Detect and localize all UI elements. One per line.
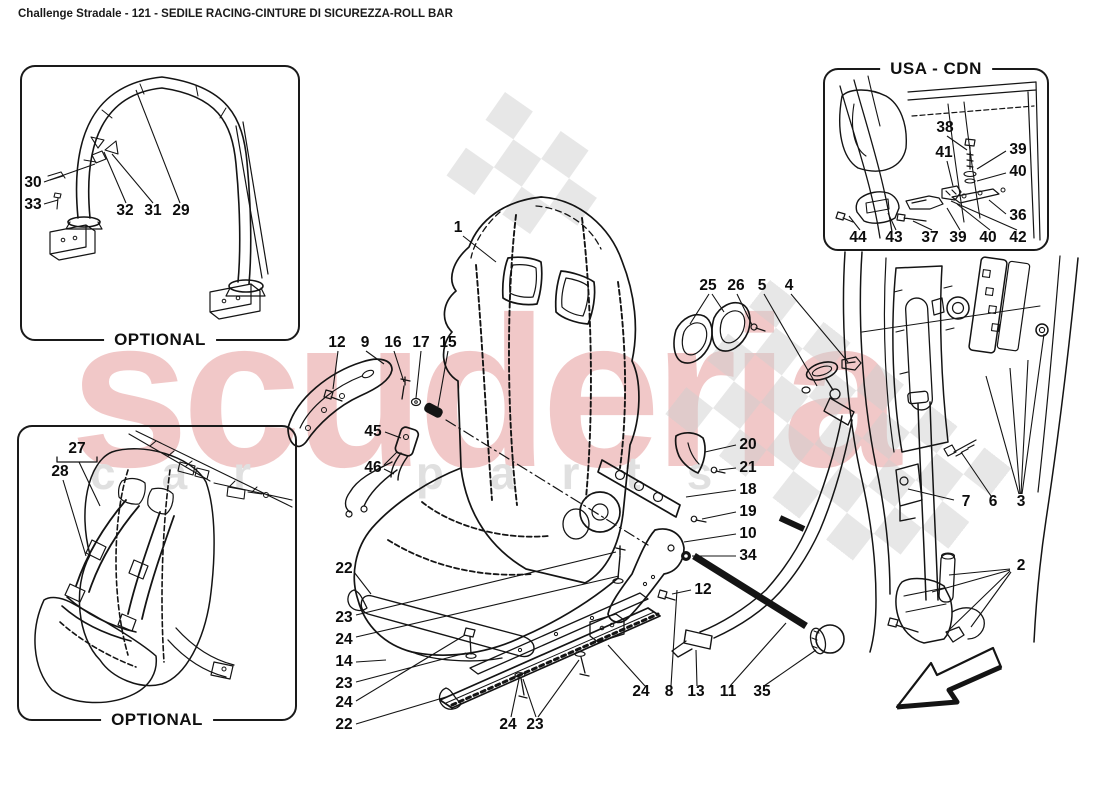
callout-41: 41 [935, 144, 953, 161]
callout-25: 25 [699, 277, 717, 294]
callout-3: 3 [1016, 493, 1026, 510]
callout-34: 34 [739, 547, 757, 564]
callout-22a: 22 [335, 560, 353, 577]
callout-37: 37 [921, 229, 939, 246]
callout-20: 20 [739, 436, 757, 453]
callout-12b: 12 [694, 581, 712, 598]
callout-45: 45 [364, 423, 382, 440]
callout-5: 5 [757, 277, 767, 294]
callout-27: 27 [68, 440, 86, 457]
callout-33: 33 [24, 196, 42, 213]
callout-22b: 22 [335, 716, 353, 733]
callout-43: 43 [885, 229, 903, 246]
callout-29: 29 [172, 202, 190, 219]
callout-46: 46 [364, 459, 382, 476]
callout-24b: 24 [335, 694, 353, 711]
callout-17: 17 [412, 334, 430, 351]
callout-12a: 12 [328, 334, 346, 351]
rollbar-option-box: OPTIONAL [20, 65, 300, 350]
callout-44: 44 [849, 229, 867, 246]
callout-4: 4 [784, 277, 794, 294]
callout-19: 19 [739, 503, 757, 520]
callout-21: 21 [739, 459, 757, 476]
callout-24a: 24 [335, 631, 353, 648]
harness-seat-drawing [34, 430, 293, 704]
callout-14: 14 [335, 653, 353, 670]
callout-32: 32 [116, 202, 134, 219]
callout-35: 35 [753, 683, 771, 700]
callout-40a: 40 [1009, 163, 1027, 180]
callout-9: 9 [360, 334, 370, 351]
harness-option-box: OPTIONAL [17, 425, 297, 730]
callout-39a: 39 [1009, 141, 1027, 158]
callout-23a: 23 [335, 609, 353, 626]
callout-11: 11 [719, 683, 737, 700]
harness-box-label: OPTIONAL [101, 710, 213, 730]
callout-2: 2 [1016, 557, 1026, 574]
usa-cdn-drawing [835, 75, 1041, 241]
callout-36: 36 [1009, 207, 1027, 224]
callout-1: 1 [453, 219, 463, 236]
rollbar-drawing [47, 76, 269, 320]
callout-10: 10 [739, 525, 757, 542]
belt-parts-drawing [671, 302, 862, 658]
usa-cdn-box: USA - CDN [823, 59, 1049, 251]
checker-flag-watermark [446, 92, 1012, 561]
callout-31: 31 [144, 202, 162, 219]
callout-18: 18 [739, 481, 757, 498]
callout-24c: 24 [499, 716, 517, 733]
callout-7: 7 [961, 493, 971, 510]
callout-13: 13 [687, 683, 705, 700]
rollbar-box-label: OPTIONAL [104, 330, 216, 350]
callout-42: 42 [1009, 229, 1027, 246]
callout-30: 30 [24, 174, 42, 191]
callout-24d: 24 [632, 683, 650, 700]
callout-38: 38 [936, 119, 954, 136]
callout-26: 26 [727, 277, 745, 294]
callout-23c: 23 [526, 716, 544, 733]
callout-39b: 39 [949, 229, 967, 246]
racing-seat-drawing [287, 196, 726, 710]
callout-16: 16 [384, 334, 402, 351]
usa-cdn-box-label: USA - CDN [880, 59, 992, 79]
callout-40b: 40 [979, 229, 997, 246]
callout-8: 8 [664, 683, 674, 700]
callout-23b: 23 [335, 675, 353, 692]
callout-15: 15 [439, 334, 457, 351]
direction-arrow [895, 646, 1003, 710]
callout-6: 6 [988, 493, 998, 510]
leader-lines [43, 89, 1045, 725]
page-title: Challenge Stradale - 121 - SEDILE RACING… [18, 8, 453, 20]
pillar-retractor-drawing [842, 251, 1079, 653]
callout-28: 28 [51, 463, 69, 480]
